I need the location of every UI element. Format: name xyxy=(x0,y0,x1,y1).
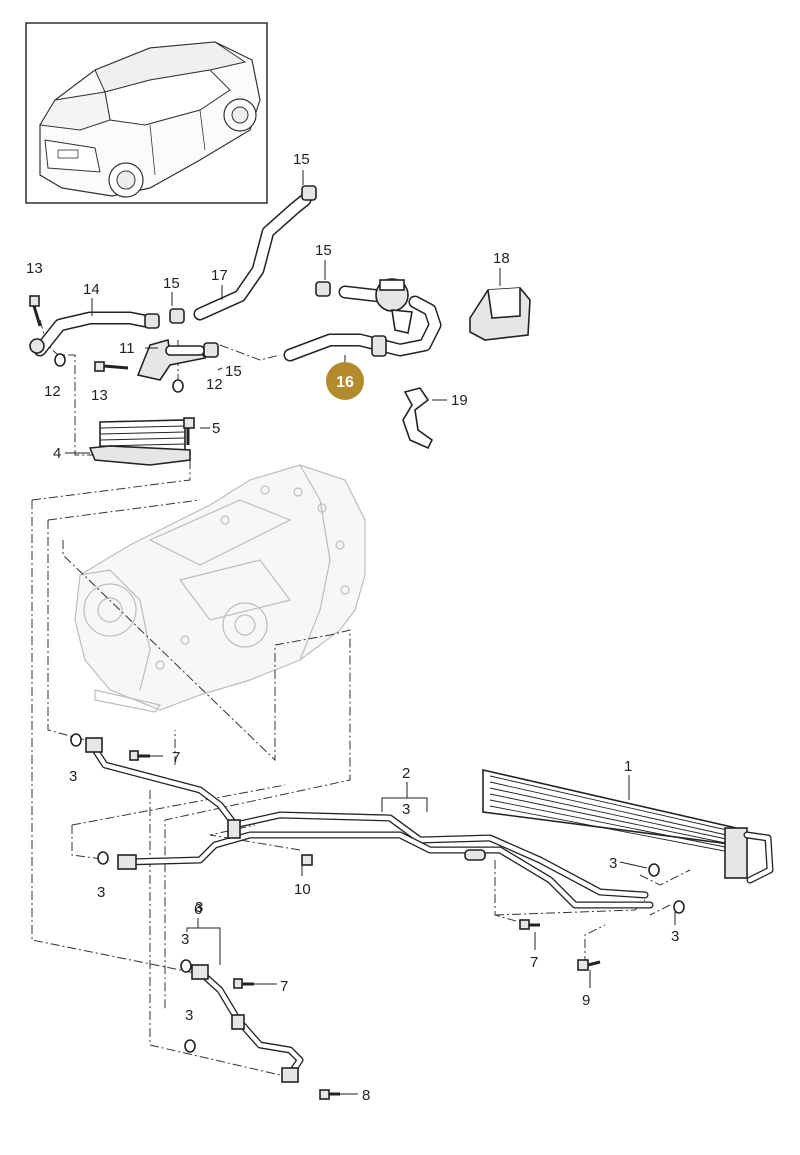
callout-3: 3 xyxy=(402,801,410,818)
callout-3: 3 xyxy=(69,768,77,785)
callout-7: 7 xyxy=(280,978,288,995)
callout-3: 3 xyxy=(97,884,105,901)
lower-assembly xyxy=(70,733,774,1100)
callout-6: 6 xyxy=(194,901,202,918)
vehicle-inset xyxy=(25,22,268,204)
callout-7: 7 xyxy=(172,749,180,766)
callout-1: 1 xyxy=(624,758,632,775)
highlight-circle[interactable] xyxy=(326,362,364,400)
callout-8: 8 xyxy=(362,1087,370,1104)
highlight-callout-16[interactable]: 16 xyxy=(326,362,364,400)
callout-15: 15 xyxy=(293,151,310,168)
upper-assembly xyxy=(29,185,531,466)
callout-10: 10 xyxy=(294,881,311,898)
callout-15: 15 xyxy=(225,363,242,380)
callout-18: 18 xyxy=(493,250,510,267)
callout-7: 7 xyxy=(530,954,538,971)
callout-3: 3 xyxy=(185,1007,193,1024)
callout-12: 12 xyxy=(206,376,223,393)
callout-15: 15 xyxy=(163,275,180,292)
transmission-ghost xyxy=(74,464,366,713)
callout-5: 5 xyxy=(212,420,220,437)
callout-4: 4 xyxy=(53,445,61,462)
callout-3: 3 xyxy=(609,855,617,872)
callout-3: 3 xyxy=(195,899,203,916)
callout-15: 15 xyxy=(315,242,332,259)
callout-2: 2 xyxy=(402,765,410,782)
leader-lines xyxy=(65,170,676,1095)
callout-3: 3 xyxy=(671,928,679,945)
callout-13: 13 xyxy=(26,260,43,277)
callout-19: 19 xyxy=(451,392,468,409)
callout-17: 17 xyxy=(211,267,228,284)
callout-13: 13 xyxy=(91,387,108,404)
callout-labels: 1 2 3 3 3 3 3 3 3 3 4 5 6 7 7 7 8 9 10 1… xyxy=(26,151,679,1104)
highlight-label[interactable]: 16 xyxy=(336,374,354,391)
callout-9: 9 xyxy=(582,992,590,1009)
callout-12: 12 xyxy=(44,383,61,400)
callout-3: 3 xyxy=(181,931,189,948)
callout-11: 11 xyxy=(119,340,135,357)
callout-14: 14 xyxy=(83,281,100,298)
